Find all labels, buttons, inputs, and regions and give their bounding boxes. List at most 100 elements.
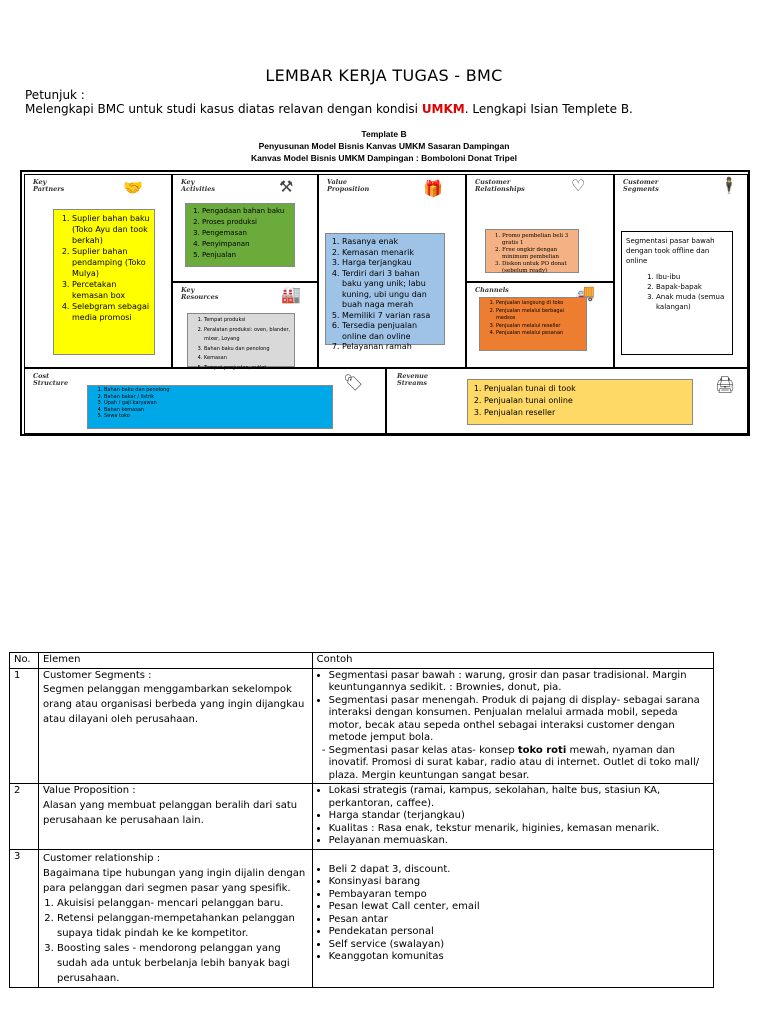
cash-register-icon: 🖨 xyxy=(715,375,736,394)
list-item: Penyimpanan xyxy=(202,239,292,250)
customer-segments-intro: Segmentasi pasar bawah dengan took offli… xyxy=(626,237,715,265)
key-activities-list: Pengadaan bahan baku Proses produksi Pen… xyxy=(185,203,295,267)
list-item: Ibu-ibu xyxy=(656,272,728,282)
factory-icon: 🏭 xyxy=(281,285,301,304)
list-item: Rasanya enak xyxy=(342,237,441,248)
list-item: Diskon untuk PO donat (sebelum ready) xyxy=(502,261,575,275)
cost-structure-list: Bahan baku dan penolong Bahan bakar / li… xyxy=(87,385,333,429)
list-item: Pelayanan ramah xyxy=(342,342,441,353)
list-item: Pembayaran tempo xyxy=(329,889,709,902)
row-no: 2 xyxy=(9,783,39,850)
page-title: LEMBAR KERJA TUGAS - BMC xyxy=(265,66,503,85)
value-proposition-list: Rasanya enak Kemasan menarik Harga terja… xyxy=(325,233,445,351)
channels-cell: Channels 🚚 Penjualan langsung di toko Pe… xyxy=(466,282,614,368)
list-item: Suplier bahan pendamping (Toko Mulya) xyxy=(72,246,150,279)
list-item: Retensi pelanggan-mempetahankan pelangga… xyxy=(57,911,308,941)
handshake-icon: 🤝 xyxy=(123,178,143,197)
row-no: 3 xyxy=(9,848,39,988)
template-subtitle: Penyusunan Model Bisnis Kanvas UMKM Sasa… xyxy=(258,141,510,151)
header-example: Contoh xyxy=(311,652,715,669)
element-description: Bagaimana tipe hubungan yang ingin dijal… xyxy=(42,867,306,894)
list-item: Kemasan menarik xyxy=(342,248,441,259)
key-partners-list: Suplier bahan baku (Toko Ayu dan took be… xyxy=(53,209,155,355)
list-item: Bahan baku dan penolong xyxy=(204,345,292,355)
list-item: Pesan antar xyxy=(329,914,709,927)
list-item: Pendekatan personal xyxy=(329,926,709,939)
row-examples: Lokasi strategis (ramai, kampus, sekolah… xyxy=(311,783,715,850)
header-element: Elemen xyxy=(37,652,313,669)
heart-icon: ♡ xyxy=(571,176,586,195)
list-item: Konsinyasi barang xyxy=(329,876,709,889)
worker-icon: ⚒ xyxy=(279,177,294,196)
list-item: Kemasan xyxy=(204,354,292,364)
row-examples: Segmentasi pasar bawah : warung, grosir … xyxy=(311,667,715,784)
template-canvas-name: Kanvas Model Bisnis UMKM Dampingan : Bom… xyxy=(251,153,517,163)
list-item: Tersedia penjualan online dan ovline xyxy=(342,321,441,342)
instruction-post: . Lengkapi Isian Templete B. xyxy=(464,102,633,116)
list-item: Promo pembelian beli 3 gratis 1 xyxy=(502,233,575,247)
list-item: Penjualan tunai online xyxy=(484,395,689,407)
header-no: No. xyxy=(9,652,39,669)
customer-relationships-list: Promo pembelian beli 3 gratis 1 Free ong… xyxy=(485,229,579,275)
list-item: Akuisisi pelanggan- mencari pelanggan ba… xyxy=(57,896,308,911)
channels-list: Penjualan langsung di toko Penjualan mel… xyxy=(479,297,587,351)
list-item: Harga terjangkau xyxy=(342,258,441,269)
list-item: Kualitas : Rasa enak, tekstur menarik, h… xyxy=(329,823,709,836)
list-item: Free ongkir dengan minimum pembelian xyxy=(502,247,575,261)
list-item: Penjualan tunai di took xyxy=(484,383,689,395)
list-item: Beli 2 dapat 3, discount. xyxy=(329,864,709,877)
element-title: Value Proposition : xyxy=(42,785,136,796)
list-item: Sewa toko xyxy=(104,413,330,420)
element-description: Segmen pelanggan menggambarkan sekelompo… xyxy=(42,684,305,725)
list-item: Segmentasi pasar kelas atas- konsep toko… xyxy=(329,745,709,783)
list-item: Bahan baku dan penolong xyxy=(104,387,330,394)
list-item: Peralatan produksi: oven, blander, mixer… xyxy=(204,326,292,345)
customer-segments-box: Segmentasi pasar bawah dengan took offli… xyxy=(621,231,733,355)
list-item: Segmentasi pasar bawah : warung, grosir … xyxy=(329,670,709,695)
list-item: Anak muda (semua kalangan) xyxy=(656,292,728,312)
instruction-heading: Petunjuk : xyxy=(25,88,85,102)
list-item: Suplier bahan baku (Toko Ayu dan took be… xyxy=(72,213,150,246)
row-element: Customer relationship : Bagaimana tipe h… xyxy=(37,848,313,988)
list-item: Penjualan langsung di toko xyxy=(496,300,584,308)
tag-icon: 🏷 xyxy=(343,373,364,392)
row-element: Value Proposition : Alasan yang membuat … xyxy=(37,783,313,850)
list-item: Self service (swalayan) xyxy=(329,939,709,952)
channels-title: Channels xyxy=(475,286,509,294)
list-item: Penjualan xyxy=(202,250,292,261)
list-item: Upah / gaji karyawan xyxy=(104,400,330,407)
list-item: Penjualan melalui berbagai medsos xyxy=(496,308,584,323)
list-item: Pengemasan xyxy=(202,228,292,239)
list-item: Penjualan melalui pesanan xyxy=(496,330,584,338)
gift-icon: 🎁 xyxy=(423,179,443,198)
list-item: Penjualan melalui reseller xyxy=(496,323,584,331)
table-header-row: No. Elemen Contoh xyxy=(9,652,715,669)
list-item: Keanggotan komunitas xyxy=(329,951,709,964)
list-item: Memiliki 7 varian rasa xyxy=(342,311,441,322)
list-item: Tempat produksi xyxy=(204,316,292,326)
list-item: Selebgram sebagai media promosi xyxy=(72,301,150,323)
instruction-highlight: UMKM xyxy=(421,102,465,116)
list-item: Tempat penjualan, outlet xyxy=(204,364,292,374)
instruction-pre: Melengkapi BMC untuk studi kasus diatas … xyxy=(25,102,422,116)
elements-table: No. Elemen Contoh 1 Customer Segments : … xyxy=(9,652,715,988)
list-item: Bahan kemasan xyxy=(104,407,330,414)
element-description: Alasan yang membuat pelanggan beralih da… xyxy=(42,799,298,826)
person-icon: 🕴 xyxy=(719,176,739,195)
table-row: 3 Customer relationship : Bagaimana tipe… xyxy=(9,848,715,988)
truck-icon: 🚚 xyxy=(575,283,595,302)
